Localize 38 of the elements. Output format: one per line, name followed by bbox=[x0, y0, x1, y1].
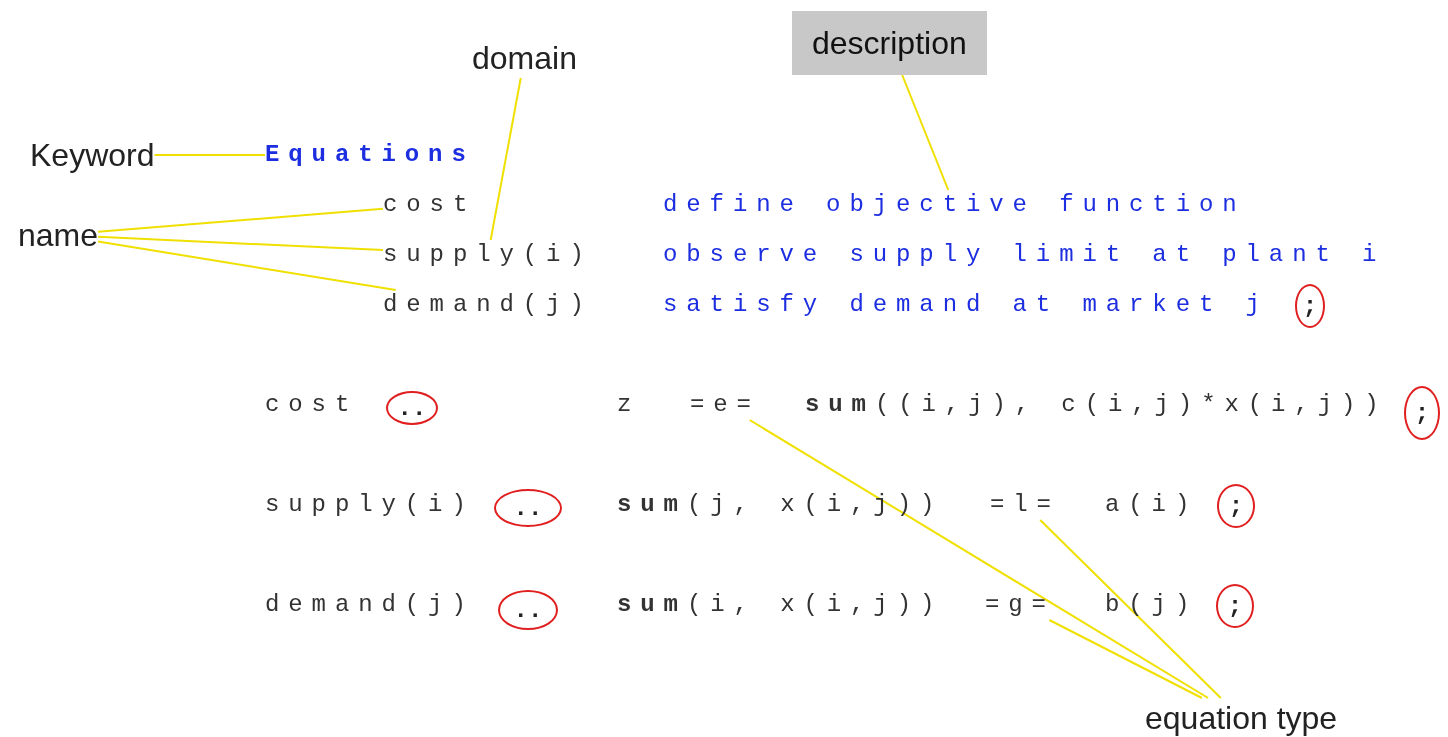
circled-symbol: ; bbox=[1216, 584, 1254, 628]
leader-line bbox=[97, 207, 384, 233]
circled-symbol: .. bbox=[386, 391, 438, 425]
annotation-label: domain bbox=[472, 38, 577, 78]
leader-line bbox=[748, 419, 1210, 699]
annotation-label: name bbox=[18, 215, 99, 255]
code-text: a(i) bbox=[1105, 490, 1199, 520]
code-text: demand(j) bbox=[383, 290, 593, 320]
code-keyword: Equations bbox=[265, 140, 475, 170]
annotation-label: equation type bbox=[1145, 698, 1338, 737]
code-text: sum((i,j), c(i,j)*x(i,j)) bbox=[805, 390, 1388, 420]
leader-line bbox=[1048, 619, 1203, 699]
code-text: supply(i) bbox=[383, 240, 593, 270]
leader-line bbox=[489, 77, 522, 241]
equation-operator: =e= bbox=[690, 390, 760, 420]
leader-line bbox=[1039, 519, 1222, 699]
circled-symbol: ; bbox=[1217, 484, 1255, 528]
circled-symbol: .. bbox=[498, 590, 558, 630]
code-text: supply(i) bbox=[265, 490, 475, 520]
leader-line bbox=[901, 74, 950, 191]
equation-operator: =l= bbox=[990, 490, 1060, 520]
code-text: define objective function bbox=[663, 190, 1246, 220]
code-text: sum(i, x(i,j)) bbox=[617, 590, 944, 620]
annotation-label: Keyword bbox=[30, 135, 155, 175]
leader-line bbox=[97, 240, 397, 291]
annotation-label: description bbox=[792, 11, 987, 75]
equation-operator: =g= bbox=[985, 590, 1055, 620]
circled-symbol: ; bbox=[1295, 284, 1325, 328]
code-text: z bbox=[617, 390, 641, 420]
leader-line bbox=[97, 235, 384, 252]
code-text: cost bbox=[265, 390, 359, 420]
circled-symbol: .. bbox=[494, 489, 562, 527]
code-text: satisfy demand at market j bbox=[663, 290, 1269, 320]
leader-line bbox=[153, 154, 266, 156]
code-text: cost bbox=[383, 190, 477, 220]
code-text: observe supply limit at plant i bbox=[663, 240, 1386, 270]
circled-symbol: ; bbox=[1404, 386, 1440, 440]
code-text: demand(j) bbox=[265, 590, 475, 620]
